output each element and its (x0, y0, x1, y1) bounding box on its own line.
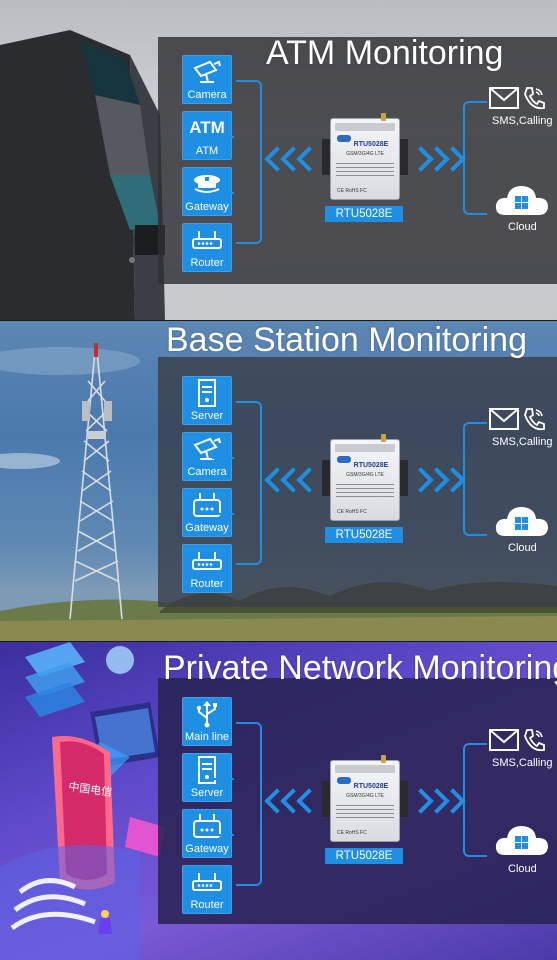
private-network-monitoring-panel: 中国电信 Private Network Monitoring Main lin… (0, 642, 557, 960)
controller-label: RTU5028E (325, 527, 403, 543)
panel-title: Private Network Monitoring (163, 649, 557, 687)
sms-calling-label: SMS,Calling (492, 115, 553, 127)
device-gateway: Gateway (182, 809, 232, 858)
arrow-left-icon (264, 788, 322, 814)
arrow-right-icon (408, 788, 466, 814)
panel-title: ATM Monitoring (266, 34, 504, 72)
device-router: Router (182, 223, 232, 272)
cloud-icon (495, 507, 548, 536)
router-icon (182, 547, 232, 575)
device-atm: ATM ATM (182, 111, 232, 160)
router-icon (182, 868, 232, 896)
rtu-device-image: RTU5028E GSM/3G/4G LTE CE RoHS FC (322, 113, 408, 200)
envelope-icon (489, 87, 519, 109)
svg-text:中国电信: 中国电信 (68, 780, 113, 799)
cloud-icon (495, 186, 548, 215)
cloud-label: Cloud (508, 863, 537, 875)
device-router: Router (182, 544, 232, 593)
device-gateway: Gateway (182, 167, 232, 216)
sms-calling-label: SMS,Calling (492, 436, 553, 448)
usb-icon (182, 700, 232, 728)
outputs-connector (463, 422, 487, 536)
device-camera: Camera (182, 432, 232, 481)
arrow-left-icon (264, 467, 322, 493)
arrow-left-icon (264, 146, 322, 172)
device-server: Server (182, 753, 232, 802)
phone-icon (524, 408, 545, 431)
camera-icon (182, 58, 232, 86)
atm-monitoring-panel: ATM Monitoring Camera ATM ATM Gateway Ro… (0, 0, 557, 320)
sms-calling-label: SMS,Calling (492, 757, 553, 769)
device-camera: Camera (182, 55, 232, 104)
sms-calling-icons (489, 728, 545, 752)
rtu-device-image: RTU5028E GSM/3G/4G LTE CE RoHS FC (322, 434, 408, 521)
gateway-icon (182, 812, 232, 840)
controller-label: RTU5028E (325, 206, 403, 222)
device-gateway: Gateway (182, 488, 232, 537)
atm-icon: ATM (189, 118, 225, 137)
sms-calling-icons (489, 407, 545, 431)
atm-machine-illustration (0, 30, 165, 320)
devices-connector (212, 722, 262, 886)
devices-connector (212, 80, 262, 244)
arrow-right-icon (408, 467, 466, 493)
sms-calling-icons (489, 86, 545, 110)
arrow-right-icon (408, 146, 466, 172)
server-icon (182, 756, 232, 784)
controller-label: RTU5028E (325, 848, 403, 864)
phone-icon (524, 729, 545, 752)
device-router: Router (182, 865, 232, 914)
devices-connector (212, 401, 262, 565)
panel-title: Base Station Monitoring (166, 321, 527, 359)
cloud-label: Cloud (508, 542, 537, 554)
device-main-line: Main line (182, 697, 232, 746)
camera-icon (182, 435, 232, 463)
rtu-device-image: RTU5028E GSM/3G/4G LTE CE RoHS FC (322, 755, 408, 842)
outputs-connector (463, 101, 487, 215)
device-server: Server (182, 376, 232, 425)
outputs-connector (463, 743, 487, 857)
router-icon (182, 226, 232, 254)
base-station-monitoring-panel: Base Station Monitoring Server Camera Ga… (0, 321, 557, 641)
police-cap-icon (182, 170, 232, 198)
server-icon (182, 379, 232, 407)
cloud-label: Cloud (508, 221, 537, 233)
cloud-icon (495, 826, 548, 855)
envelope-icon (489, 408, 519, 430)
private-network-illustration: 中国电信 (0, 642, 165, 960)
phone-icon (524, 87, 545, 110)
gateway-icon (182, 491, 232, 519)
envelope-icon (489, 729, 519, 751)
